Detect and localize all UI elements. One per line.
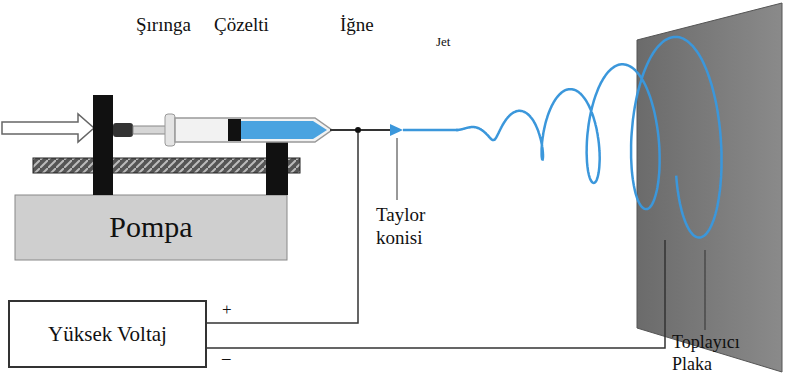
needle-label: İğne: [340, 14, 374, 37]
syringe-flange: [165, 114, 175, 146]
pump-label: Pompa: [109, 210, 192, 245]
needle-contact: [355, 127, 361, 133]
fiber-helix: [456, 37, 722, 238]
negative-sign: –: [222, 348, 231, 368]
pump-base: [15, 195, 287, 260]
power-supply-label: Yüksek Voltaj: [48, 322, 167, 346]
piston: [228, 119, 241, 141]
pump-rail: [33, 158, 300, 173]
solution-label: Çözelti: [214, 14, 269, 37]
collector-label: Toplayıcı Plaka: [672, 332, 772, 375]
pusher-block: [93, 95, 113, 195]
negative-wire: [207, 240, 665, 348]
collector-plate: [637, 3, 782, 372]
push-arrow: [2, 114, 94, 142]
positive-wire: [207, 133, 358, 323]
syringe-barrel: [175, 118, 332, 142]
taylor-leader: [397, 138, 398, 200]
syringe-label: Şırınga: [136, 14, 191, 37]
jet-label: Jet: [436, 34, 450, 50]
taylor-cone: [390, 124, 403, 136]
plate-leader: [705, 250, 706, 330]
positive-sign: +: [222, 300, 232, 320]
power-supply-box: Yüksek Voltaj: [8, 300, 207, 368]
taylor-cone-label: Taylor konisi: [376, 204, 446, 250]
pump-box: Pompa: [15, 195, 287, 260]
solution: [240, 121, 327, 139]
plunger-head: [113, 123, 133, 137]
jet-line: [403, 129, 458, 132]
